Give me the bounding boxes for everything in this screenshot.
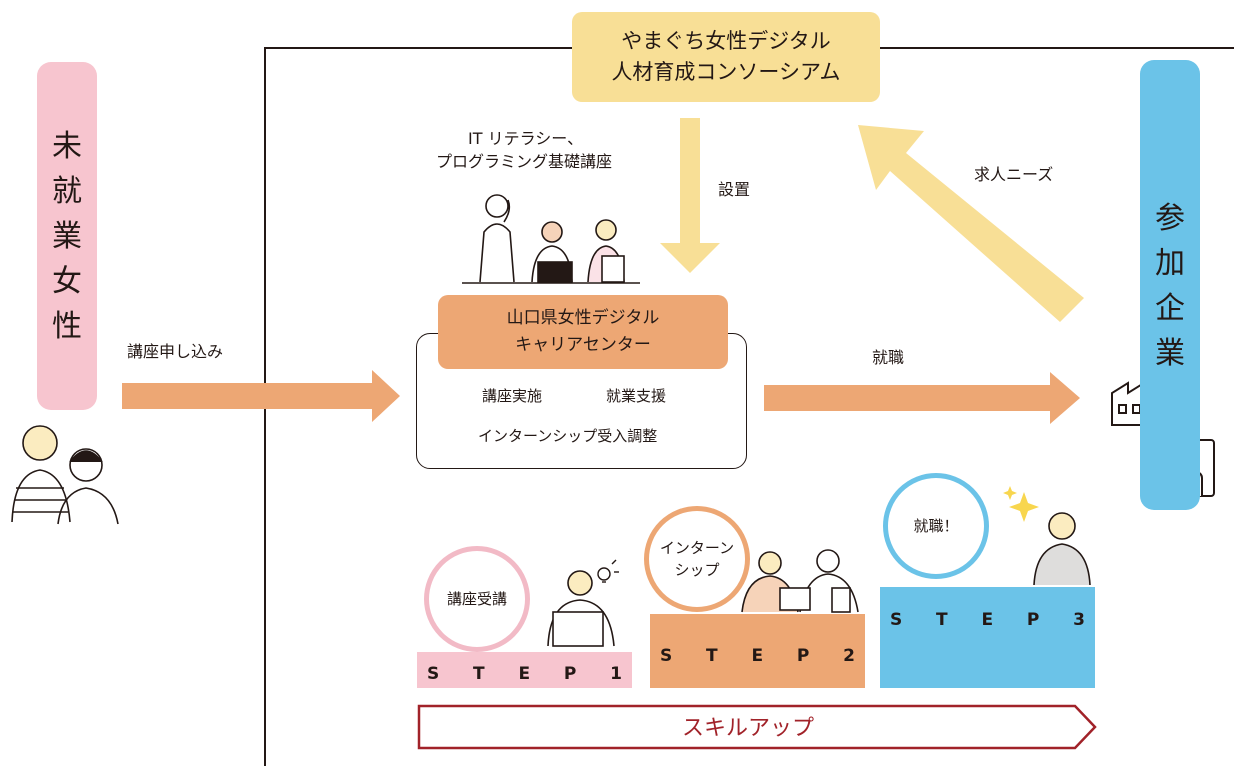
intern-illustration bbox=[741, 549, 859, 613]
sparkle-icon bbox=[1003, 486, 1039, 522]
step-letter: P bbox=[1026, 610, 1040, 630]
step-letter: 3 bbox=[1073, 610, 1085, 630]
course-label-line2: プログラミング基礎講座 bbox=[436, 152, 613, 171]
service-internship: インターンシップ受入調整 bbox=[478, 427, 658, 445]
employment-arrow bbox=[764, 372, 1080, 424]
pill-char: 参 bbox=[1155, 201, 1185, 236]
pill-char: 性 bbox=[52, 308, 82, 344]
career-center-title: 山口県女性デジタル キャリアセンター bbox=[438, 295, 728, 369]
lightbulb-icon bbox=[597, 559, 619, 583]
employed-woman-illustration bbox=[1033, 512, 1091, 586]
step-letter: T bbox=[706, 646, 718, 666]
service-course: 講座実施 bbox=[482, 387, 543, 405]
pill-char: 就 bbox=[52, 173, 82, 209]
student-illustration bbox=[547, 570, 615, 647]
pill-char: 女 bbox=[52, 263, 82, 299]
step-letter: S bbox=[427, 664, 440, 684]
career-center-title-line1: 山口県女性デジタル bbox=[506, 308, 660, 328]
step1-circle: 講座受講 bbox=[424, 546, 530, 652]
pill-char: 企 bbox=[1155, 291, 1185, 326]
step-letter: E bbox=[751, 646, 764, 666]
step-letter: T bbox=[936, 610, 948, 630]
consortium-line1: やまぐち女性デジタル bbox=[621, 29, 831, 53]
step-letter: 1 bbox=[610, 664, 622, 684]
consortium-box: やまぐち女性デジタル 人材育成コンソーシアム bbox=[572, 12, 880, 102]
participating-companies-pill: 参 加 企 業 bbox=[1140, 60, 1200, 510]
step2-circle-text: シップ bbox=[674, 561, 720, 579]
step2-circle-text: インターン bbox=[659, 539, 735, 557]
pill-char: 業 bbox=[1155, 336, 1185, 371]
skillup-arrow bbox=[417, 704, 1097, 750]
employment-label: 就職 bbox=[872, 348, 905, 367]
step-letter: P bbox=[563, 664, 577, 684]
job-needs-label: 求人ニーズ bbox=[974, 165, 1054, 184]
pill-char: 加 bbox=[1155, 246, 1185, 281]
pill-char: 業 bbox=[52, 218, 82, 254]
step-letter: T bbox=[473, 664, 485, 684]
step3-circle: 就職！ bbox=[883, 473, 989, 579]
setup-label: 設置 bbox=[718, 180, 751, 199]
career-center-title-line2: キャリアセンター bbox=[515, 335, 651, 355]
step2-block: S T E P 2 bbox=[650, 614, 865, 688]
step-letter: S bbox=[890, 610, 903, 630]
women-illustration bbox=[11, 425, 119, 525]
step-letter: P bbox=[796, 646, 810, 666]
step3-block: S T E P 3 bbox=[880, 587, 1095, 688]
pill-char: 未 bbox=[52, 128, 82, 164]
step-letter: S bbox=[660, 646, 673, 666]
job-needs-arrow bbox=[858, 125, 1084, 322]
step1-circle-text: 講座受講 bbox=[446, 590, 507, 608]
skillup-label: スキルアップ bbox=[681, 716, 814, 741]
step-letter: 2 bbox=[843, 646, 855, 666]
step-letter: E bbox=[518, 664, 531, 684]
service-job-support: 就業支援 bbox=[606, 387, 667, 405]
unemployed-women-pill: 未 就 業 女 性 bbox=[37, 62, 97, 410]
apply-label: 講座申し込み bbox=[127, 342, 224, 361]
step3-circle-text: 就職！ bbox=[913, 517, 959, 535]
step1-block: S T E P 1 bbox=[417, 652, 632, 688]
setup-arrow bbox=[660, 118, 720, 273]
course-people-illustration bbox=[462, 194, 640, 284]
step-letter: E bbox=[981, 610, 994, 630]
course-label-line1: IT リテラシー、 bbox=[468, 129, 584, 148]
consortium-line2: 人材育成コンソーシアム bbox=[611, 60, 841, 84]
step2-circle: インターン シップ bbox=[644, 506, 750, 612]
apply-arrow bbox=[122, 370, 400, 422]
